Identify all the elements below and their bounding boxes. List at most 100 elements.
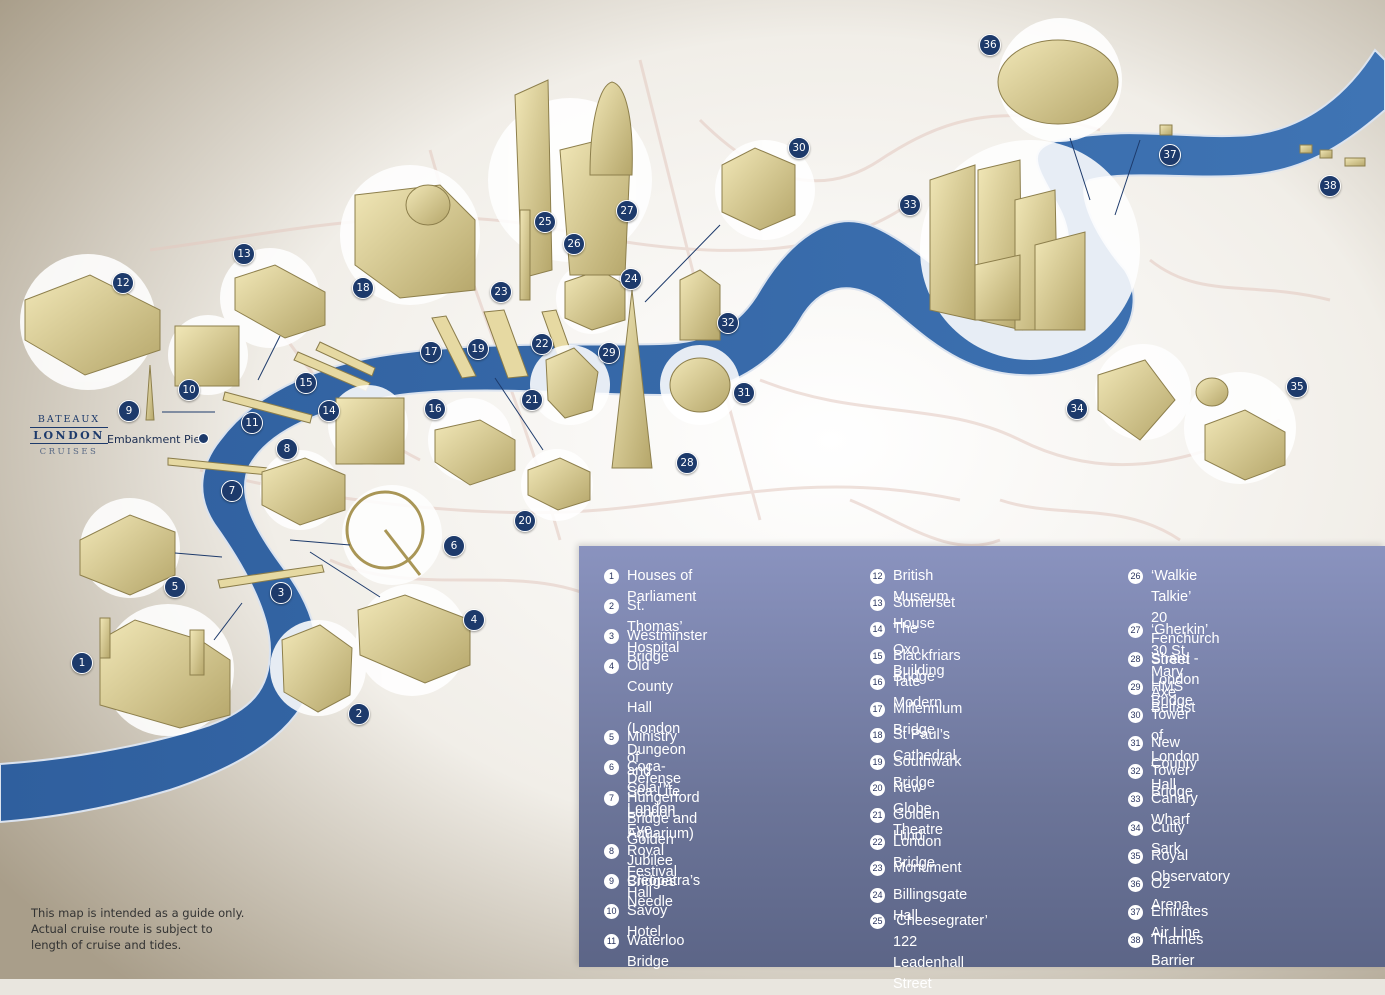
map-marker-18[interactable]: 18: [352, 277, 374, 299]
map-marker-1[interactable]: 1: [71, 652, 93, 674]
legend-label: Blackfriars Bridge: [893, 648, 961, 685]
map-marker-10[interactable]: 10: [178, 379, 200, 401]
map-marker-16[interactable]: 16: [424, 398, 446, 420]
map-marker-5[interactable]: 5: [164, 576, 186, 598]
legend-label: St. Thomas’ Hospital: [627, 598, 683, 656]
map-marker-35[interactable]: 35: [1286, 376, 1308, 398]
legend-item-25: 25‘Cheesegrater’ 122 Leadenhall Street: [870, 911, 988, 995]
logo-line-2: LONDON: [30, 427, 108, 444]
legend-item-27: 27‘Gherkin’ 30 St Mary Axe: [1128, 620, 1208, 704]
pointer-lines: [162, 137, 1141, 641]
map-marker-12[interactable]: 12: [112, 272, 134, 294]
legend-label: Waterloo Bridge: [627, 933, 685, 970]
map-marker-24[interactable]: 24: [620, 268, 642, 290]
map-marker-37[interactable]: 37: [1159, 144, 1181, 166]
map-marker-7[interactable]: 7: [221, 480, 243, 502]
logo-line-3: CRUISES: [39, 447, 99, 457]
legend-label: Cutty Sark: [1151, 820, 1185, 857]
map-marker-36[interactable]: 36: [979, 34, 1001, 56]
legend-number: 35: [1128, 849, 1143, 864]
legend-number: 22: [870, 835, 885, 850]
map-marker-34[interactable]: 34: [1066, 398, 1088, 420]
legend-item-31: 31 New County Hall: [1128, 733, 1197, 796]
legend-label: Canary Wharf: [1151, 791, 1198, 828]
legend-number: 11: [604, 934, 619, 949]
map-marker-14[interactable]: 14: [318, 400, 340, 422]
map-marker-15[interactable]: 15: [295, 372, 317, 394]
map-marker-20[interactable]: 20: [514, 510, 536, 532]
legend-number: 26: [1128, 569, 1143, 584]
map-marker-21[interactable]: 21: [521, 389, 543, 411]
logo-line-1: BATEAUX: [37, 414, 101, 425]
map-marker-3[interactable]: 3: [270, 582, 292, 604]
map-marker-32[interactable]: 32: [717, 312, 739, 334]
london-eye: [345, 490, 425, 576]
legend-label: Old County Hall (London Dungeon and Sea …: [627, 658, 694, 842]
legend-number: 1: [604, 569, 619, 584]
legend-number: 36: [1128, 877, 1143, 892]
map-marker-27[interactable]: 27: [616, 200, 638, 222]
legend-label: New County Hall: [1151, 735, 1197, 793]
map-marker-8[interactable]: 8: [276, 438, 298, 460]
map-marker-22[interactable]: 22: [531, 333, 553, 355]
legend-number: 25: [870, 914, 885, 929]
legend-label: St Paul’s Cathedral: [893, 727, 956, 764]
legend-label: ‘Gherkin’ 30 St Mary Axe: [1151, 622, 1208, 701]
map-marker-19[interactable]: 19: [467, 338, 489, 360]
legend-number: 12: [870, 569, 885, 584]
legend-number: 3: [604, 629, 619, 644]
legend-number: 24: [870, 888, 885, 903]
legend-number: 31: [1128, 736, 1143, 751]
legend-number: 32: [1128, 764, 1143, 779]
map-marker-26[interactable]: 26: [563, 233, 585, 255]
legend-number: 15: [870, 649, 885, 664]
map-marker-38[interactable]: 38: [1319, 175, 1341, 197]
map-marker-17[interactable]: 17: [420, 341, 442, 363]
map-marker-11[interactable]: 11: [241, 412, 263, 434]
legend-label: Tate Modern: [893, 674, 943, 711]
legend-label: Cleopatra’s Needle: [627, 873, 701, 910]
map-marker-25[interactable]: 25: [534, 211, 556, 233]
map-marker-4[interactable]: 4: [463, 609, 485, 631]
legend-label: Tower Bridge: [1151, 763, 1193, 800]
map-marker-9[interactable]: 9: [118, 400, 140, 422]
legend-number: 10: [604, 904, 619, 919]
embankment-pier-marker[interactable]: [198, 433, 209, 444]
map-marker-31[interactable]: 31: [733, 382, 755, 404]
legend-number: 33: [1128, 792, 1143, 807]
legend-number: 37: [1128, 905, 1143, 920]
map-marker-23[interactable]: 23: [490, 281, 512, 303]
legend-number: 9: [604, 874, 619, 889]
legend-label: Tower of London: [1151, 707, 1200, 765]
legend-item-15: 15 Blackfriars Bridge: [870, 646, 961, 688]
legend-label: Ministry of Defense: [627, 729, 682, 787]
legend-number: 34: [1128, 821, 1143, 836]
legend-item-33: 33 Canary Wharf: [1128, 789, 1198, 831]
map-marker-28[interactable]: 28: [676, 452, 698, 474]
legend-label: The Oxo Building: [893, 621, 945, 679]
legend-number: 19: [870, 755, 885, 770]
map-marker-2[interactable]: 2: [348, 703, 370, 725]
legend-item-34: 34 Cutty Sark: [1128, 818, 1185, 860]
legend-number: 29: [1128, 680, 1143, 695]
legend-label: Houses of Parliament: [627, 568, 697, 605]
cleopatras-needle: [145, 364, 155, 421]
map-marker-29[interactable]: 29: [598, 342, 620, 364]
map-marker-13[interactable]: 13: [233, 243, 255, 265]
legend-label: Savoy Hotel: [627, 903, 668, 940]
map-marker-30[interactable]: 30: [788, 137, 810, 159]
legend-label: Southwark Bridge: [893, 754, 962, 791]
map-marker-6[interactable]: 6: [443, 535, 465, 557]
map-marker-33[interactable]: 33: [899, 194, 921, 216]
